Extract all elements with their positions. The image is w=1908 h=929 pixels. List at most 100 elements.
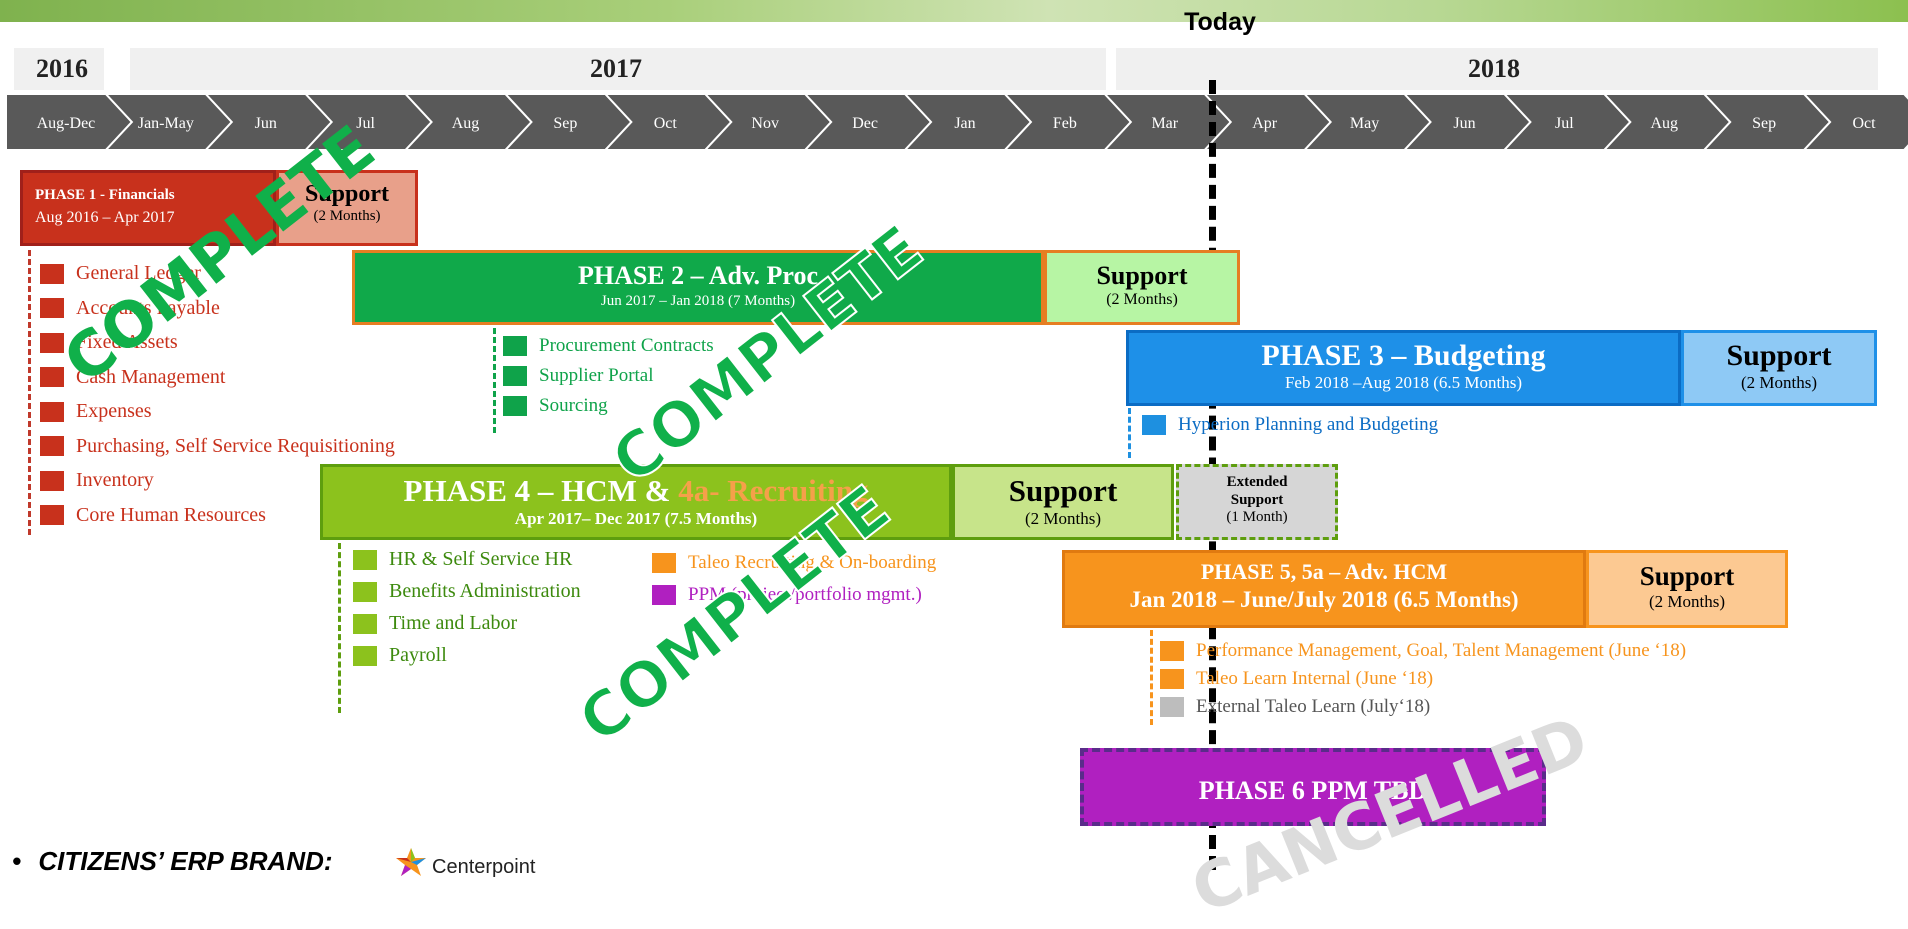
phase4-item-label: Benefits Administration xyxy=(389,580,581,602)
phase1-box: PHASE 1 - Financials Aug 2016 – Apr 2017 xyxy=(20,170,276,246)
phase2-support-title: Support xyxy=(1096,261,1188,290)
brand-footer: • CITIZENS’ ERP BRAND: xyxy=(12,846,333,877)
month-label: Oct xyxy=(1852,115,1876,132)
phase4-item-label: Payroll xyxy=(389,644,447,666)
phase5-support-duration: (2 Months) xyxy=(1648,592,1726,611)
phase2-item-label: Procurement Contracts xyxy=(539,335,714,356)
month-label: Aug-Dec xyxy=(37,115,96,132)
month-label: Feb xyxy=(1053,115,1077,132)
phase2-support-duration: (2 Months) xyxy=(1106,291,1178,308)
bullet-square-icon xyxy=(40,436,64,456)
phase3-support-box: Support (2 Months) xyxy=(1681,330,1877,406)
phase4-support-title: Support xyxy=(1008,473,1118,508)
phase1-item: Core Human Resources xyxy=(40,504,266,527)
bullet-square-icon xyxy=(353,613,377,634)
month-label: Jul xyxy=(356,115,375,132)
phase4-support-box: Support (2 Months) xyxy=(952,464,1174,540)
phase1-item-label: Core Human Resources xyxy=(76,503,266,526)
phase2-item-label: Sourcing xyxy=(539,395,608,416)
phase5-item-label: External Taleo Learn (July‘18) xyxy=(1196,696,1431,717)
month-label: Oct xyxy=(654,115,678,132)
phase5-item-label: Performance Management, Goal, Talent Man… xyxy=(1196,640,1687,661)
bullet-square-icon xyxy=(1160,669,1184,689)
month-label: Sep xyxy=(553,115,577,132)
bullet-square-icon xyxy=(503,366,527,386)
year-bar-2018: 2018 xyxy=(1116,48,1878,90)
phase5-item: External Taleo Learn (July‘18) xyxy=(1160,696,1430,718)
phase3-item: Hyperion Planning and Budgeting xyxy=(1142,414,1438,436)
phase4-item: HR & Self Service HR xyxy=(353,548,572,571)
month-label: May xyxy=(1350,115,1379,132)
phase2-item: Supplier Portal xyxy=(503,365,654,387)
bullet-square-icon xyxy=(503,396,527,416)
phase2-support-box: Support (2 Months) xyxy=(1044,250,1240,325)
phase1-item-label: Cash Management xyxy=(76,365,226,388)
month-label: Jan xyxy=(954,115,975,132)
phase3-support-title: Support xyxy=(1726,339,1832,372)
phase2-item-label: Supplier Portal xyxy=(539,365,654,386)
bullet-square-icon xyxy=(652,585,676,605)
phase2-item: Procurement Contracts xyxy=(503,335,714,357)
month-chevron: May xyxy=(1302,93,1432,151)
month-label: Mar xyxy=(1151,115,1178,132)
phase1-support-duration: (2 Months) xyxy=(313,208,381,224)
brand-name: Centerpoint xyxy=(432,856,536,878)
phase4-item-label: HR & Self Service HR xyxy=(389,548,573,570)
today-label: Today xyxy=(1184,8,1256,36)
phase4-item: Benefits Administration xyxy=(353,580,581,603)
phase4-extended-support-duration: (1 Month) xyxy=(1226,509,1288,525)
bullet-square-icon xyxy=(652,553,676,573)
phase4-item: Payroll xyxy=(353,644,447,667)
phase4-title: PHASE 4 – HCM & xyxy=(403,473,679,508)
phase2-box: PHASE 2 – Adv. Proc Jun 2017 – Jan 2018 … xyxy=(352,250,1044,325)
month-label: Jan-May xyxy=(138,115,194,132)
year-bar-2017: 2017 xyxy=(130,48,1106,90)
phase1-item: General Ledger xyxy=(40,262,201,285)
phase4a-title: 4a- Recruiting xyxy=(678,473,869,508)
bullet-square-icon xyxy=(40,298,64,318)
phase1-item-label: General Ledger xyxy=(76,262,201,284)
phase2-title: PHASE 2 – Adv. Proc xyxy=(577,261,819,290)
phase1-dates: Aug 2016 – Apr 2017 xyxy=(35,209,175,226)
phase5-item-label: Taleo Learn Internal (June ‘18) xyxy=(1196,668,1434,689)
phase1-item: Cash Management xyxy=(40,366,225,389)
phase3-dates: Feb 2018 –Aug 2018 (6.5 Months) xyxy=(1284,373,1523,392)
phase1-support-box: Support (2 Months) xyxy=(276,170,418,246)
phase4a-item-label: Taleo Recruiting & On-boarding xyxy=(688,552,937,573)
month-chevron: Oct xyxy=(1801,93,1908,151)
phase6-title: PHASE 6 PPM TBD xyxy=(1198,776,1428,805)
phase3-support-duration: (2 Months) xyxy=(1740,373,1818,392)
phase5-connector xyxy=(1150,630,1153,725)
month-label: Aug xyxy=(452,115,480,132)
phase4-extended-support-title: Extended Support xyxy=(1226,474,1288,508)
bullet-square-icon xyxy=(1160,697,1184,717)
bullet-square-icon xyxy=(353,549,377,570)
header-gradient-bar xyxy=(0,0,1908,22)
phase4-dates: Apr 2017– Dec 2017 (7.5 Months) xyxy=(514,509,758,528)
phase2-item: Sourcing xyxy=(503,395,608,417)
phase1-item: Purchasing, Self Service Requisitioning xyxy=(40,435,395,458)
bullet-square-icon xyxy=(40,367,64,387)
phase1-item: Accounts Payable xyxy=(40,297,220,320)
phase2-connector xyxy=(493,328,496,433)
bullet-square-icon xyxy=(40,401,64,422)
bullet-square-icon xyxy=(40,332,64,353)
month-chevron: Oct xyxy=(603,93,733,151)
year-label: 2018 xyxy=(1468,54,1520,83)
bullet: • xyxy=(12,846,22,876)
phase4a-item-label: PPM (project/portfolio mgmt.) xyxy=(688,584,922,605)
phase5-item: Taleo Learn Internal (June ‘18) xyxy=(1160,668,1433,690)
year-label: 2016 xyxy=(36,54,88,83)
month-chevron: Jun xyxy=(203,93,334,151)
phase4-extended-support-box: Extended Support (1 Month) xyxy=(1176,464,1338,540)
phase5-item: Performance Management, Goal, Talent Man… xyxy=(1160,640,1686,662)
bullet-square-icon xyxy=(40,263,64,284)
phase1-item: Fixed Assets xyxy=(40,331,178,354)
phase4a-item: PPM (project/portfolio mgmt.) xyxy=(652,584,922,606)
phase5-support-box: Support (2 Months) xyxy=(1586,550,1788,628)
year-label: 2017 xyxy=(590,54,642,83)
bullet-square-icon xyxy=(353,581,377,602)
month-label: Aug xyxy=(1650,115,1678,132)
phase1-title: PHASE 1 - Financials xyxy=(35,187,175,203)
